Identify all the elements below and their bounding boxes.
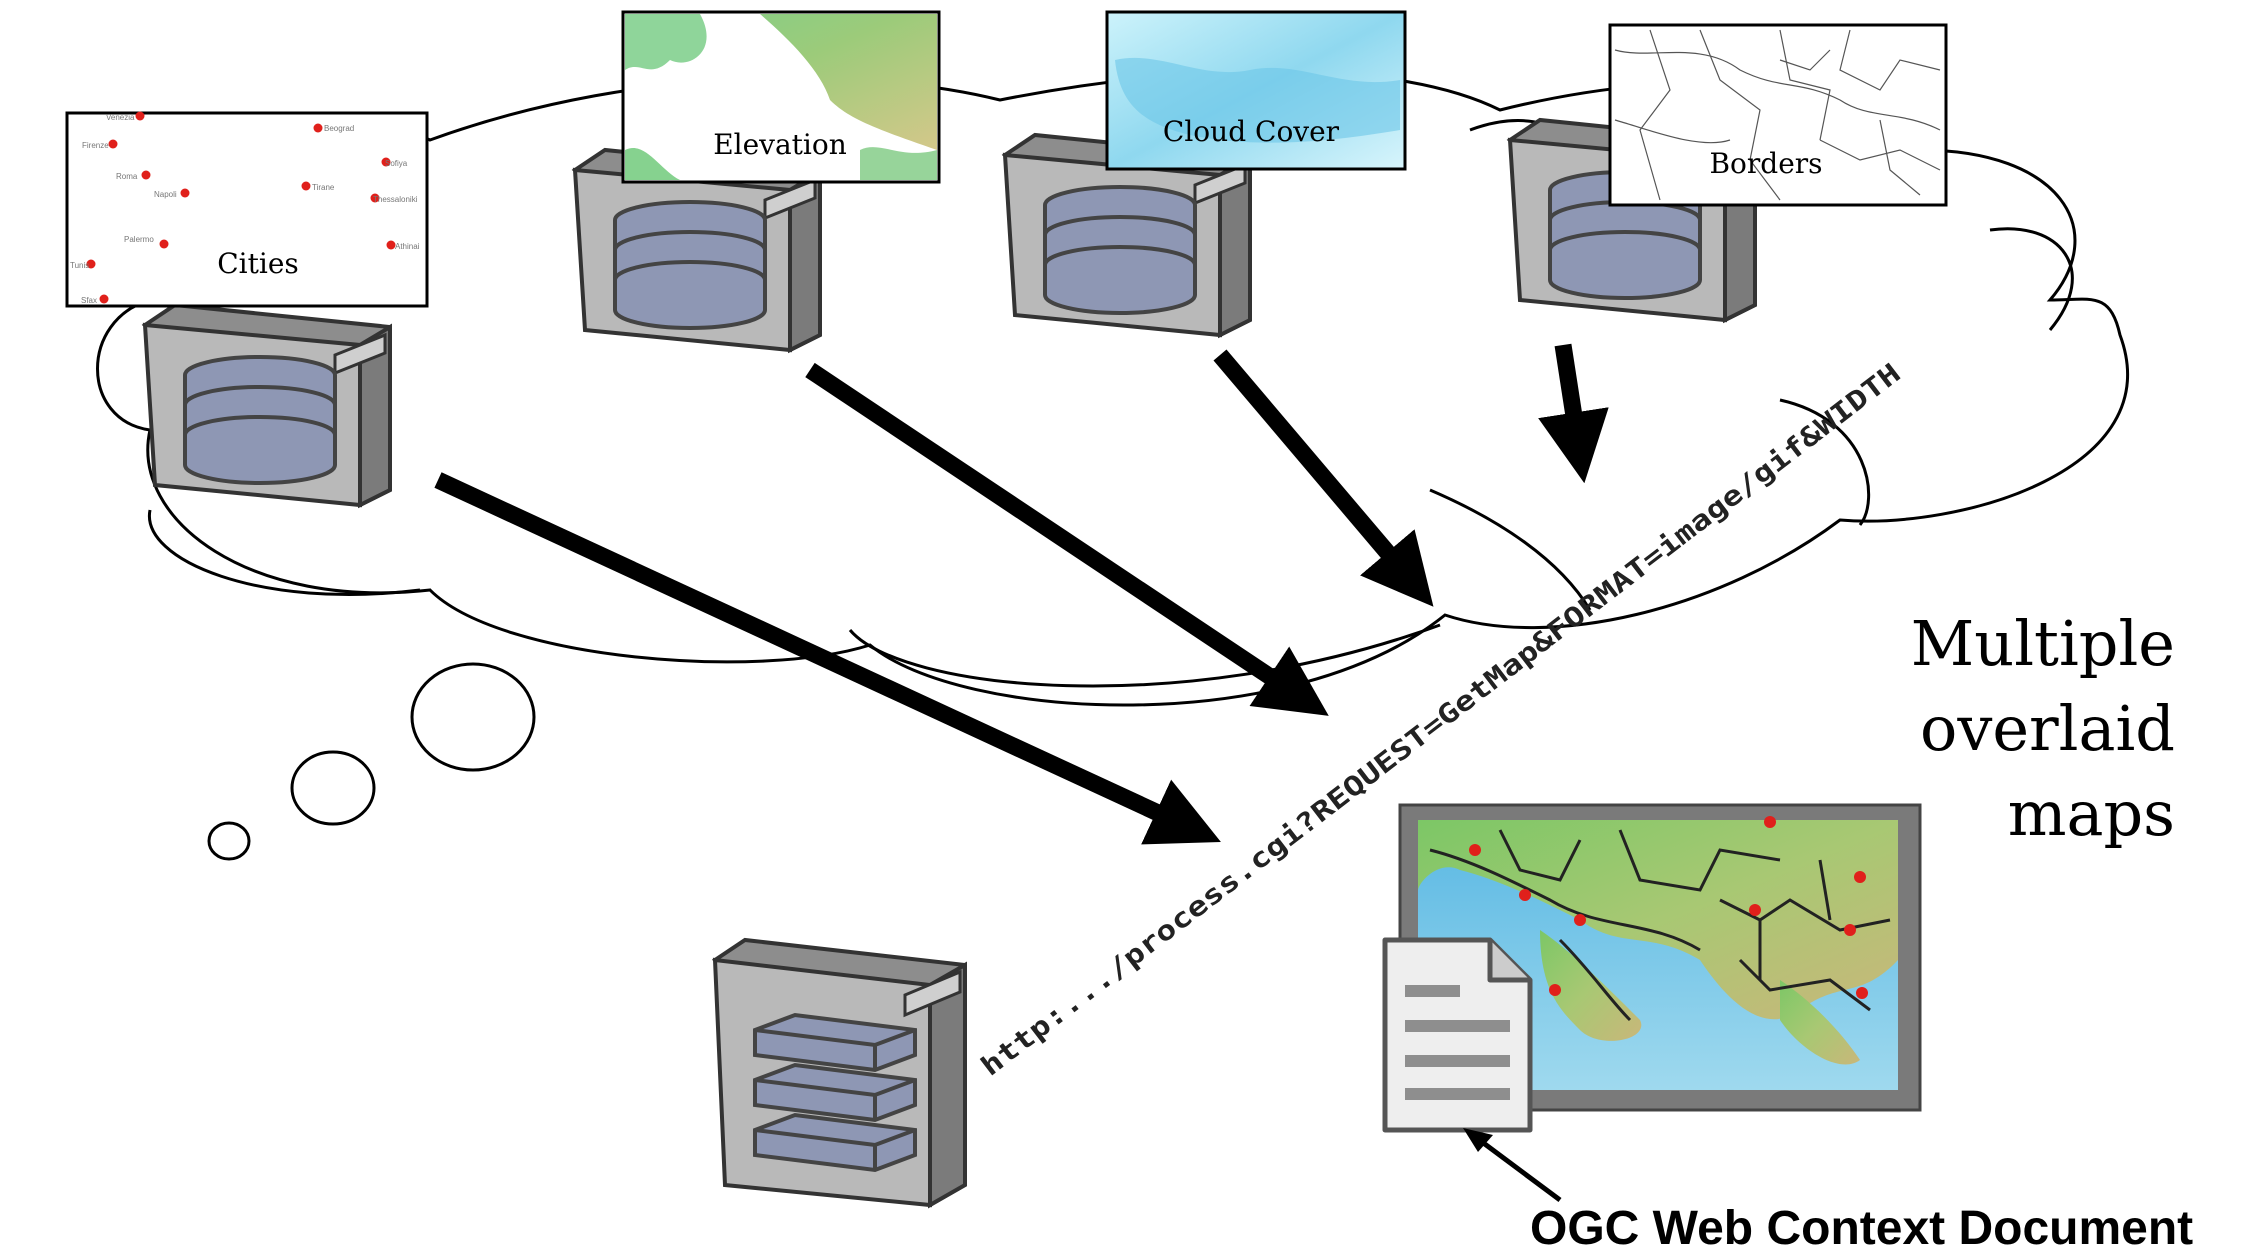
document-label: OGC Web Context Document bbox=[1530, 1202, 2193, 1254]
arrow-icon bbox=[434, 472, 1221, 845]
server-icon bbox=[1506, 117, 1757, 324]
cloud-fold bbox=[1429, 488, 1592, 611]
thought-bubble-large bbox=[410, 662, 536, 772]
composite-city-markers bbox=[1469, 816, 1868, 999]
city-label: Thessaloniki bbox=[373, 195, 418, 204]
server-icon bbox=[1001, 132, 1252, 339]
cloud-fold bbox=[848, 623, 1441, 688]
city-label: Sfax bbox=[81, 296, 97, 305]
cloud-fold bbox=[1989, 227, 2074, 331]
server-icon bbox=[571, 147, 822, 354]
document-icon bbox=[1382, 937, 1533, 1133]
city-labels: Venezia Beograd Firenze Sofiya Roma Napo… bbox=[70, 113, 420, 305]
city-label: Sofiya bbox=[385, 159, 408, 168]
layer-thumbnail-cities: Venezia Beograd Firenze Sofiya Roma Napo… bbox=[65, 111, 429, 308]
cloud-fold bbox=[1779, 398, 1871, 526]
caption-line-1: Multiple bbox=[1911, 607, 2175, 680]
caption-line-2: overlaid bbox=[1920, 692, 2175, 765]
arrow-icon bbox=[1538, 343, 1609, 484]
caption-line-3: maps bbox=[2008, 777, 2175, 850]
city-label: Beograd bbox=[324, 124, 354, 133]
city-label: Venezia bbox=[106, 113, 135, 122]
cloud-fold bbox=[147, 509, 421, 597]
arrows bbox=[434, 343, 1609, 845]
layer-thumbnail-elevation: Elevation bbox=[621, 10, 941, 184]
document-pointer-arrow bbox=[1463, 1128, 1562, 1203]
city-label: Roma bbox=[116, 172, 138, 181]
thought-bubble-medium bbox=[290, 750, 376, 826]
layer-label-cloud-cover: Cloud Cover bbox=[1163, 115, 1340, 148]
city-label: Tunis bbox=[70, 261, 89, 270]
city-label: Palermo bbox=[124, 235, 154, 244]
arrow-icon bbox=[1213, 349, 1434, 607]
caption: Multiple overlaid maps bbox=[1911, 607, 2175, 850]
layer-label-borders: Borders bbox=[1709, 147, 1822, 180]
arrow-icon bbox=[805, 362, 1329, 716]
city-label: Athinai bbox=[395, 242, 420, 251]
thought-bubble-small bbox=[207, 821, 251, 861]
city-label: Tirane bbox=[312, 183, 335, 192]
city-label: Napoli bbox=[154, 190, 177, 199]
layer-label-cities: Cities bbox=[217, 247, 299, 280]
layer-label-elevation: Elevation bbox=[713, 128, 847, 161]
client-server-icon bbox=[711, 937, 967, 1209]
layer-thumbnail-cloud-cover: Cloud Cover bbox=[1105, 10, 1407, 171]
cloud-outline bbox=[96, 69, 2129, 707]
city-markers bbox=[86, 111, 396, 304]
layer-thumbnail-borders: Borders bbox=[1608, 23, 1948, 207]
thought-cloud bbox=[96, 69, 2129, 861]
city-label: Firenze bbox=[82, 141, 109, 150]
server-icon bbox=[141, 302, 392, 509]
